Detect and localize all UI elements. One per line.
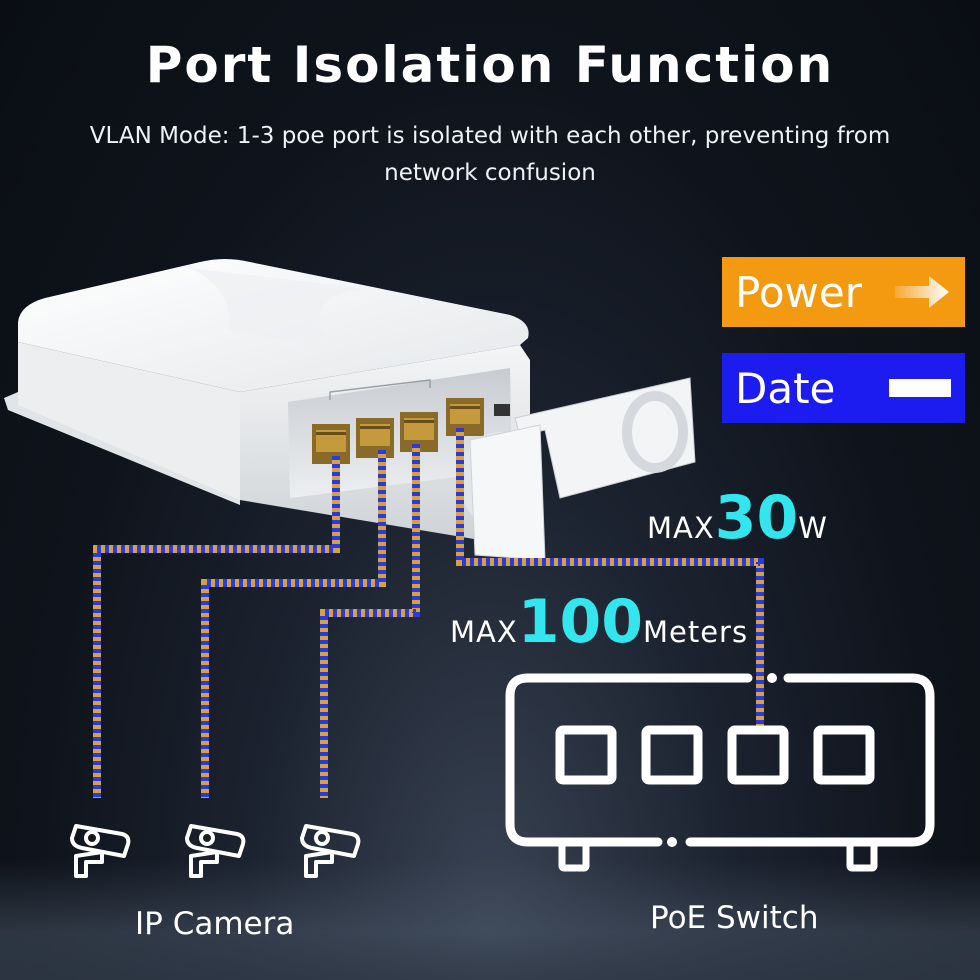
subtitle-line-2: network confusion	[384, 160, 596, 186]
rj45-port-2	[356, 418, 394, 458]
bracket-plate	[469, 424, 546, 561]
switch-port-4	[813, 725, 875, 785]
bar-icon	[889, 379, 951, 397]
legend-power-label: Power	[735, 267, 862, 317]
caption-poe-switch: PoE Switch	[650, 900, 819, 936]
cables	[93, 428, 764, 798]
switch-body	[505, 673, 935, 847]
ip-camera-icon-2	[185, 824, 246, 878]
cable-uplink	[456, 428, 764, 730]
switch-port-3	[727, 725, 789, 785]
device-group-line	[329, 379, 431, 400]
mounting-bracket	[460, 377, 696, 561]
cable-camera-1	[93, 456, 340, 798]
max-watt-prefix: MAX	[647, 511, 715, 545]
subtitle-line-1: VLAN Mode: 1-3 poe port is isolated with…	[89, 123, 891, 149]
max-distance-prefix: MAX	[450, 615, 518, 649]
cable-camera-2	[201, 450, 386, 798]
page-subtitle: VLAN Mode: 1-3 poe port is isolated with…	[40, 118, 940, 192]
max-watt-unit: W	[798, 511, 828, 545]
switch-led-top	[767, 673, 777, 683]
rj45-port-4	[446, 398, 484, 436]
page-title: Port Isolation Function	[145, 36, 835, 94]
background-floor	[0, 860, 980, 980]
legend-power: Power	[722, 257, 965, 327]
poe-switch-graphic	[505, 673, 935, 872]
switch-port-1	[555, 725, 617, 785]
max-watt-label: MAX 30 W	[647, 483, 828, 553]
max-watt-value: 30	[714, 483, 799, 553]
rj45-port-1	[312, 424, 350, 464]
switch-foot-left	[558, 838, 590, 872]
ip-camera-icon-3	[300, 824, 361, 878]
switch-foot-right	[846, 838, 878, 872]
device-left-wall	[18, 342, 240, 500]
legend-data-label: Date	[735, 363, 836, 413]
switch-port-2	[641, 725, 703, 785]
caption-ip-camera: IP Camera	[135, 906, 295, 942]
max-distance-value: 100	[517, 587, 643, 657]
max-distance-label: MAX 100 Meters	[450, 587, 748, 657]
dip-switch	[494, 404, 510, 416]
switch-led-bottom	[667, 837, 677, 847]
max-distance-unit: Meters	[642, 615, 749, 649]
cable-camera-3	[320, 444, 420, 798]
legend-data: Date	[722, 353, 965, 423]
device-top-bump	[190, 268, 360, 348]
arrow-right-icon	[895, 276, 949, 308]
ip-camera-icon-1	[70, 824, 131, 878]
rj45-ports	[312, 398, 510, 464]
bracket-clamp-ring-1	[622, 391, 688, 473]
